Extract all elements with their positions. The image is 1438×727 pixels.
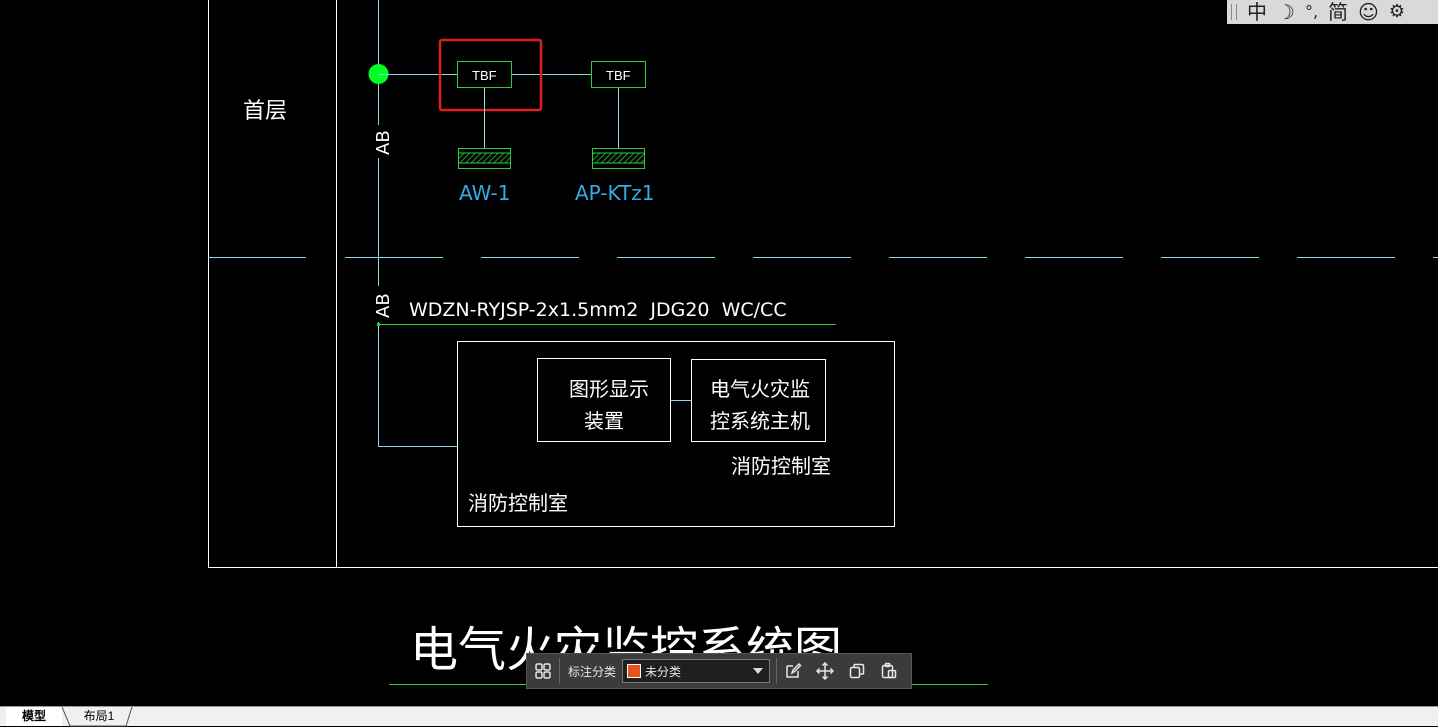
bus-label-upper: AB (373, 130, 394, 155)
grid-menu-icon[interactable] (527, 654, 559, 688)
charset-button[interactable]: 简 (1328, 0, 1349, 24)
punctuation-button[interactable]: °, (1304, 2, 1319, 21)
cable-node (376, 322, 381, 327)
cable-spec: WDZN-RYJSP-2x1.5mm2 JDG20 WC/CC (409, 299, 787, 321)
gear-icon[interactable]: ⚙ (1388, 1, 1406, 22)
paste-icon[interactable] (873, 654, 905, 688)
bus-label-lower: AB (373, 293, 394, 318)
device-label-left: TBF (472, 68, 497, 83)
floor-label: 首层 (243, 99, 287, 124)
layout-tab-bar: 模型 布局1 (0, 706, 1438, 727)
graphic-display-line1: 图形显示 (569, 377, 649, 401)
ime-toolbar[interactable]: 中 ☽ °, 简 ☺ ⚙ (1227, 0, 1438, 24)
device-label-right: TBF (606, 68, 631, 83)
move-icon[interactable] (809, 654, 841, 688)
annotation-toolbar: 标注分类 未分类 (526, 653, 912, 689)
category-select[interactable]: 未分类 (622, 659, 771, 683)
category-color-swatch (627, 664, 642, 678)
category-label: 标注分类 (568, 664, 617, 679)
graphic-display-line2: 装置 (584, 409, 624, 433)
device-box-right[interactable] (591, 61, 646, 88)
ime-mode-button[interactable]: 中 (1247, 0, 1267, 24)
emoji-icon[interactable]: ☺ (1358, 0, 1379, 24)
edit-icon[interactable] (777, 654, 809, 688)
drawing-canvas[interactable]: 首层 AB AB TBF TBF AW-1 AP-KTz1 WDZN-RYJSP… (0, 0, 1438, 706)
panel-label-left: AW-1 (459, 181, 511, 205)
monitor-host-line2: 控系统主机 (710, 409, 810, 433)
panel-symbol-left[interactable] (458, 148, 511, 169)
panel-label-right: AP-KTz1 (575, 181, 655, 205)
monitor-host-line1: 电气火灾监 (710, 377, 810, 401)
copy-icon[interactable] (841, 654, 873, 688)
host-room-label: 消防控制室 (731, 454, 831, 478)
toolbar-separator (559, 658, 560, 684)
room-label: 消防控制室 (468, 491, 568, 515)
category-value: 未分类 (645, 664, 682, 679)
graphic-display-box[interactable] (537, 358, 671, 442)
ime-grip-handle[interactable] (1231, 4, 1237, 20)
bus-node[interactable] (368, 64, 389, 84)
monitor-host-box[interactable] (691, 359, 826, 442)
device-box-left[interactable] (457, 61, 512, 88)
moon-icon[interactable]: ☽ (1277, 0, 1295, 24)
chevron-down-icon (753, 668, 764, 674)
tab-layout1[interactable]: 布局1 (83, 709, 115, 723)
panel-symbol-right[interactable] (592, 148, 645, 169)
tab-model[interactable]: 模型 (6, 707, 62, 726)
toolbar-separator (776, 658, 778, 684)
selection-highlight (438, 38, 543, 112)
control-room-box[interactable] (457, 341, 895, 527)
